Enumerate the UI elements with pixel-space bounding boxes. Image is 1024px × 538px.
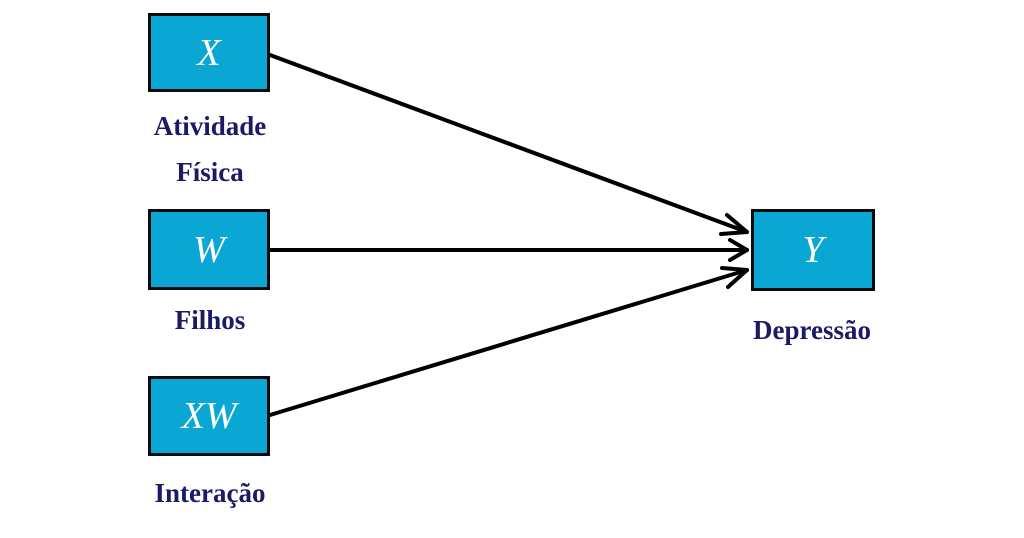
node-xw-box: XW: [148, 376, 270, 456]
node-w-box: W: [148, 209, 270, 290]
node-xw-symbol: XW: [181, 395, 237, 437]
node-y-symbol: Y: [802, 229, 824, 271]
node-xw-label: Interação: [120, 470, 300, 516]
node-w-label: Filhos: [120, 297, 300, 343]
node-y-label: Depressão: [712, 307, 912, 353]
node-x-label-line-1: Atividade: [153, 111, 267, 141]
node-w-label-line-1: Filhos: [174, 305, 246, 335]
node-x-symbol: X: [197, 31, 221, 74]
node-x-box: X: [148, 13, 270, 92]
node-xw-label-line-1: Interação: [154, 478, 266, 508]
arrow-w-to-y: [268, 238, 749, 262]
node-x-label: Atividade Física: [120, 103, 300, 195]
arrow-x-to-y: [268, 53, 749, 236]
node-y-label-line-1: Depressão: [753, 315, 871, 345]
node-x-label-line-2: Física: [176, 157, 244, 187]
node-y-box: Y: [751, 209, 875, 291]
arrow-xw-to-y: [268, 266, 749, 417]
node-w-symbol: W: [193, 228, 225, 271]
